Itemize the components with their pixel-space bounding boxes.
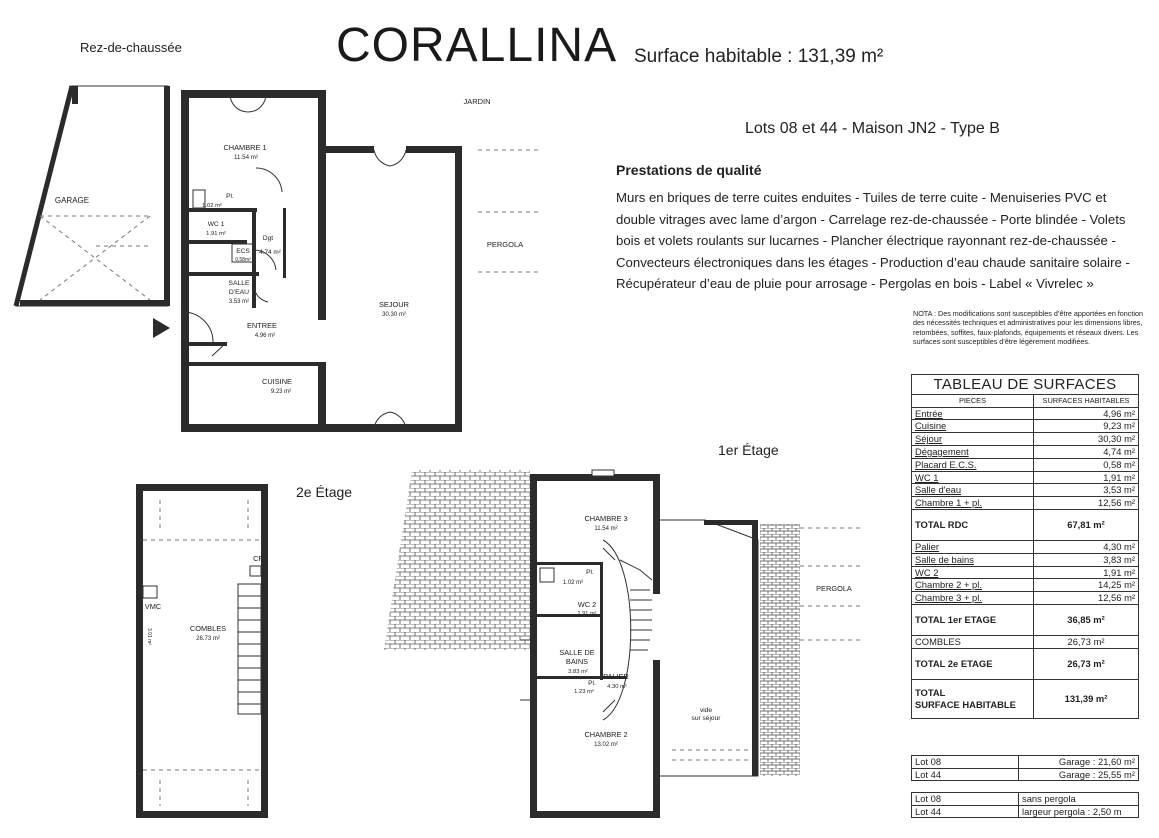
label-pl3-surface: 1.02 m²	[563, 580, 583, 586]
label-vide-1: vide	[700, 707, 712, 714]
label-palier: PALIER	[603, 672, 629, 681]
label-chambre3-surface: 11.54 m²	[594, 526, 617, 532]
level-label-1er: 1er Étage	[718, 442, 779, 458]
label-chambre3: CHAMBRE 3	[584, 514, 627, 523]
surface-habitable: Surface habitable : 131,39 m²	[634, 46, 884, 67]
plan-title: CORALLINA	[336, 19, 618, 72]
svg-text:3.01 m²: 3.01 m²	[146, 628, 152, 645]
stair-1er	[602, 539, 653, 721]
label-wc1-surface: 1.91 m²	[206, 231, 226, 237]
label-salle-eau-2: D'EAU	[229, 289, 249, 296]
label-pl1-surface: 1.02 m²	[202, 203, 222, 209]
table-caption: TABLEAU DE SURFACES	[911, 374, 1139, 395]
label-pl1: Pl.	[226, 193, 234, 200]
label-ecs: ECS	[236, 248, 250, 255]
label-jardin: JARDIN	[463, 97, 490, 106]
label-vide-2: sur séjour	[692, 715, 722, 722]
table-total-line1: TOTAL	[915, 686, 946, 698]
label-palier-surface: 4.30 m²	[607, 684, 627, 690]
nota-text: NOTA : Des modifications sont susceptibl…	[913, 309, 1143, 347]
label-sdb-2: BAINS	[566, 657, 588, 666]
label-sdb-1: SALLE DE	[559, 648, 594, 657]
label-chambre1-surface: 11.54 m²	[234, 154, 258, 161]
label-cf: CF	[253, 554, 263, 563]
label-salle-eau-1: SALLE	[228, 280, 250, 287]
label-chambre2-surface: 13.02 m²	[594, 742, 618, 748]
label-pl2: Pl.	[588, 680, 596, 687]
label-combles: COMBLES	[190, 624, 226, 633]
table-total-line2: SURFACE HABITABLE	[915, 698, 1016, 710]
stair-2e	[237, 583, 262, 715]
label-ecs-surface: 0.58m²	[235, 257, 251, 263]
plan-1er-etage	[384, 469, 860, 818]
label-salle-eau-surface: 3.53 m²	[229, 299, 249, 305]
label-cuisine: CUISINE	[262, 377, 292, 386]
surfaces-table: TABLEAU DE SURFACES PIECES SURFACES HABI…	[911, 374, 1139, 719]
table-header-surfaces: SURFACES HABITABLES	[1033, 393, 1139, 408]
table-row: Chambre 2 + pl.14,25 m²	[911, 578, 1139, 593]
label-combles-surface: 26.73 m²	[196, 636, 220, 642]
label-pergola-1er: PERGOLA	[816, 584, 852, 593]
label-chambre1: CHAMBRE 1	[223, 143, 266, 152]
entrance-arrow-icon	[153, 318, 170, 338]
prestations-title: Prestations de qualité	[616, 162, 762, 178]
level-label-2e: 2e Étage	[296, 484, 353, 500]
label-entree-surface: 4.96 m²	[255, 333, 275, 339]
label-cuisine-surface: 9.23 m²	[271, 389, 291, 395]
table-row: Chambre 3 + pl.12,56 m²	[911, 591, 1139, 605]
label-dgt-surface: 4.74 m²	[259, 249, 281, 256]
label-pergola-rdc: PERGOLA	[487, 240, 523, 249]
label-sejour: SEJOUR	[379, 300, 409, 309]
garage-area	[13, 85, 170, 307]
level-label-rdc: Rez-de-chaussée	[80, 40, 182, 55]
label-entree: ENTREE	[247, 321, 277, 330]
prestations-text: Murs en briques de terre cuites enduites…	[616, 190, 1130, 291]
lots-label: Lots 08 et 44 - Maison JN2 - Type B	[745, 120, 1000, 137]
label-garage: GARAGE	[55, 196, 89, 205]
label-sdb-surface: 3.83 m²	[568, 669, 588, 675]
label-sejour-surface: 30.30 m²	[382, 312, 406, 318]
label-pl3: Pl.	[586, 569, 594, 576]
label-wc2-surface: 1.91 m²	[578, 611, 597, 617]
table-header-pieces: PIECES	[911, 393, 1034, 408]
label-pl2-surface: 1.23 m²	[574, 689, 594, 695]
label-dgt: Dgt	[263, 235, 273, 242]
plan-2e-etage: 3.01 m²	[136, 484, 268, 818]
label-wc2: WC 2	[578, 600, 596, 609]
label-wc1: WC 1	[208, 221, 225, 228]
table-row: Placard E.C.S.0,58 m²	[911, 457, 1139, 472]
label-vmc: VMC	[145, 602, 162, 611]
plan-rdc	[13, 85, 540, 432]
table-row: Chambre 1 + pl.12,56 m²	[911, 496, 1139, 510]
label-chambre2: CHAMBRE 2	[584, 730, 627, 739]
